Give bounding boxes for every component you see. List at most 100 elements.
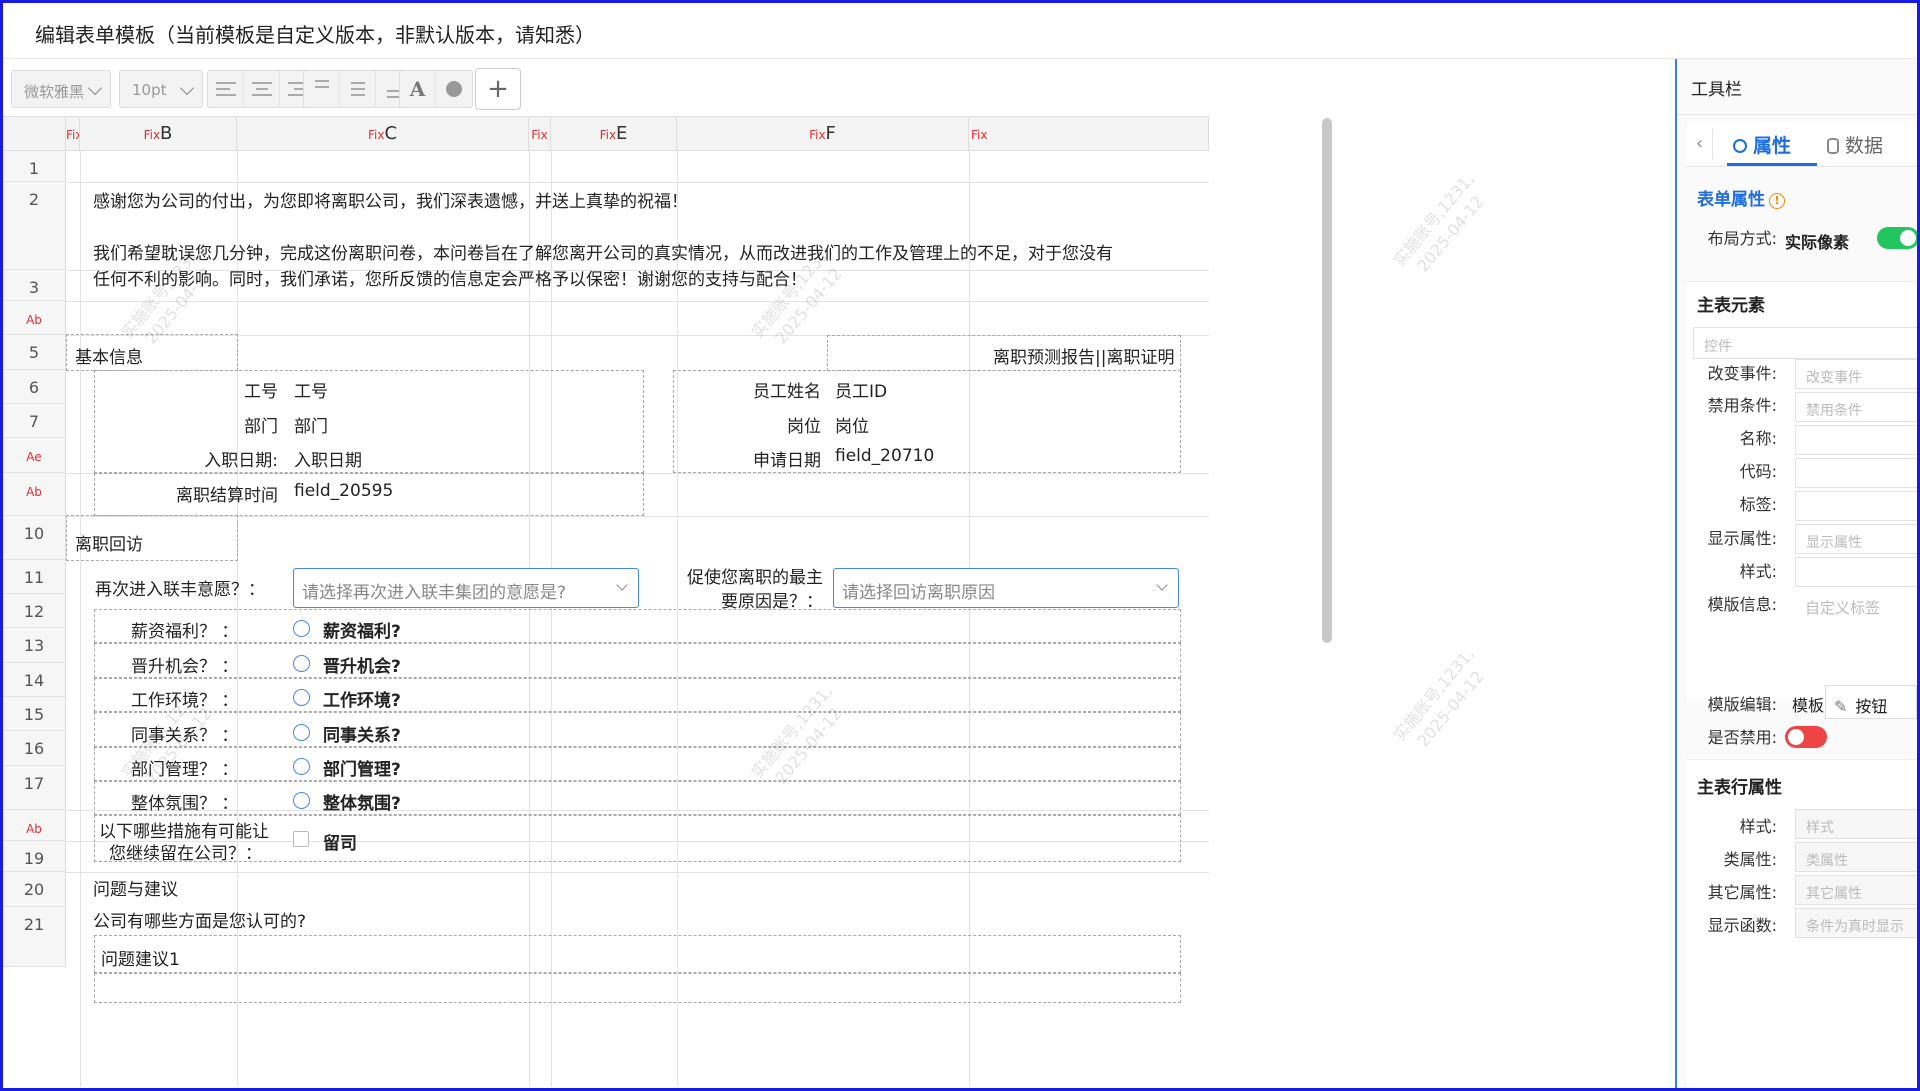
fix-marker: Fix — [367, 128, 385, 142]
edit-button[interactable]: ✎按钮 — [1825, 685, 1917, 719]
radio-button[interactable] — [293, 724, 310, 741]
prop-label: 模版信息: — [1707, 595, 1777, 614]
name-input[interactable] — [1795, 425, 1917, 455]
radio-option[interactable]: 晋升机会? — [323, 657, 401, 677]
dept-value[interactable]: 部门 — [294, 417, 328, 437]
row-header[interactable]: 14 — [3, 663, 66, 697]
row-header[interactable]: 17 — [3, 766, 66, 810]
row-header[interactable]: Ae — [3, 438, 66, 473]
column-header-a[interactable]: Fix — [66, 117, 80, 151]
row-style-input[interactable]: 样式 — [1795, 809, 1917, 839]
column-header-b[interactable]: FixB — [80, 117, 237, 151]
row-header[interactable]: 10 — [3, 516, 66, 560]
fill-color-button[interactable] — [436, 71, 472, 107]
column-header-c[interactable]: FixC — [237, 117, 529, 151]
apply-date-value[interactable]: field_20710 — [835, 446, 935, 466]
font-color-button[interactable]: A — [400, 71, 436, 107]
reason-select[interactable]: 请选择回访离职原因 — [833, 568, 1179, 608]
post-value[interactable]: 岗位 — [835, 417, 869, 437]
template-button[interactable]: 模板 — [1792, 696, 1825, 715]
settle-time-value[interactable]: field_20595 — [294, 481, 394, 501]
row-header[interactable]: 3 — [3, 270, 66, 301]
display-attr-input[interactable]: 显示属性 — [1795, 524, 1917, 554]
align-center-button[interactable] — [244, 71, 280, 107]
change-event-input[interactable]: 改变事件 — [1795, 359, 1917, 389]
column-header-e[interactable]: FixE — [551, 117, 677, 151]
radio-button[interactable] — [293, 689, 310, 706]
align-middle-button[interactable] — [340, 71, 376, 107]
align-top-button[interactable] — [304, 71, 340, 107]
column-header-d[interactable]: Fix — [529, 117, 551, 151]
layout-toggle[interactable] — [1877, 227, 1917, 249]
chevron-down-icon — [87, 80, 103, 96]
row-class-input[interactable]: 类属性 — [1795, 842, 1917, 872]
row-display-fn-input[interactable]: 条件为真时显示 — [1795, 908, 1917, 938]
row-header[interactable]: Ab — [3, 301, 66, 335]
add-button[interactable]: + — [475, 68, 521, 110]
radio-button[interactable] — [293, 655, 310, 672]
row-header[interactable]: 21 — [3, 907, 66, 967]
row-header[interactable]: 12 — [3, 594, 66, 628]
row-other-input[interactable]: 其它属性 — [1795, 875, 1917, 905]
measure-option[interactable]: 留司 — [323, 834, 357, 854]
tab-properties[interactable]: 属性 — [1733, 131, 1791, 158]
entry-date-value[interactable]: 入职日期 — [294, 451, 362, 471]
reenter-label: 再次进入联丰意愿？： — [95, 580, 265, 600]
suggest-field[interactable]: 问题建议1 — [101, 950, 180, 970]
sheet-scrollbar[interactable] — [1322, 118, 1332, 643]
control-input[interactable]: 控件 — [1693, 327, 1917, 359]
fix-marker: Fix — [531, 128, 548, 142]
basic-info-heading: 基本信息 — [75, 348, 143, 368]
row-number: 19 — [23, 849, 45, 868]
radio-option[interactable]: 工作环境? — [323, 691, 401, 711]
radio-row — [94, 781, 1181, 815]
row-header[interactable]: 7 — [3, 404, 66, 438]
report-link[interactable]: 离职预测报告||离职证明 — [993, 348, 1175, 368]
radio-button[interactable] — [293, 758, 310, 775]
reenter-select[interactable]: 请选择再次进入联丰集团的意愿是? — [293, 568, 639, 608]
row-header[interactable]: 1 — [3, 151, 66, 182]
worknum-value[interactable]: 工号 — [294, 382, 328, 402]
align-left-button[interactable] — [208, 71, 244, 107]
style-input[interactable] — [1795, 557, 1917, 587]
name-value[interactable]: 员工ID — [835, 382, 888, 402]
code-input[interactable] — [1795, 458, 1917, 488]
radio-option[interactable]: 整体氛围? — [323, 794, 401, 814]
row-header[interactable]: 19 — [3, 841, 66, 872]
radio-option[interactable]: 部门管理? — [323, 760, 401, 780]
next-row — [94, 973, 1181, 1003]
dept-label: 部门 — [244, 417, 278, 437]
template-info-input[interactable]: 自定义标签 — [1805, 599, 1881, 617]
collapse-button[interactable]: ‹ — [1687, 129, 1713, 159]
row-header[interactable]: 6 — [3, 370, 66, 404]
row-header[interactable]: 16 — [3, 731, 66, 766]
radio-option[interactable]: 薪资福利? — [323, 622, 401, 642]
prop-label: 显示属性: — [1707, 529, 1777, 548]
tag-input[interactable] — [1795, 491, 1917, 521]
measure-checkbox[interactable] — [293, 831, 309, 847]
panel-divider[interactable] — [1675, 59, 1677, 1088]
row-header[interactable]: 11 — [3, 560, 66, 594]
align-right-button[interactable] — [280, 71, 316, 107]
warning-icon[interactable]: ! — [1769, 193, 1785, 209]
column-header-g[interactable]: Fix — [969, 117, 1209, 151]
tab-data[interactable]: 数据 — [1827, 131, 1883, 158]
row-header[interactable]: 15 — [3, 697, 66, 731]
disable-condition-input[interactable]: 禁用条件 — [1795, 392, 1917, 422]
radio-button[interactable] — [293, 792, 310, 809]
row-header[interactable]: Ab — [3, 473, 66, 516]
font-family-select[interactable]: 微软雅黑 — [11, 70, 111, 108]
spreadsheet[interactable]: Fix FixB FixC Fix FixE FixF Fix 1 2 3 Ab… — [3, 116, 1209, 1086]
align-bottom-button[interactable] — [376, 71, 412, 107]
radio-button[interactable] — [293, 620, 310, 637]
row-header[interactable]: Ab — [3, 810, 66, 841]
field-grid-right — [673, 370, 1181, 473]
row-header[interactable]: 20 — [3, 872, 66, 907]
disabled-toggle[interactable] — [1785, 726, 1827, 748]
row-header[interactable]: 13 — [3, 628, 66, 663]
row-header[interactable]: 5 — [3, 335, 66, 370]
radio-option[interactable]: 同事关系? — [323, 726, 401, 746]
column-header-f[interactable]: FixF — [677, 117, 969, 151]
font-size-select[interactable]: 10pt — [119, 70, 203, 108]
row-header[interactable]: 2 — [3, 182, 66, 270]
